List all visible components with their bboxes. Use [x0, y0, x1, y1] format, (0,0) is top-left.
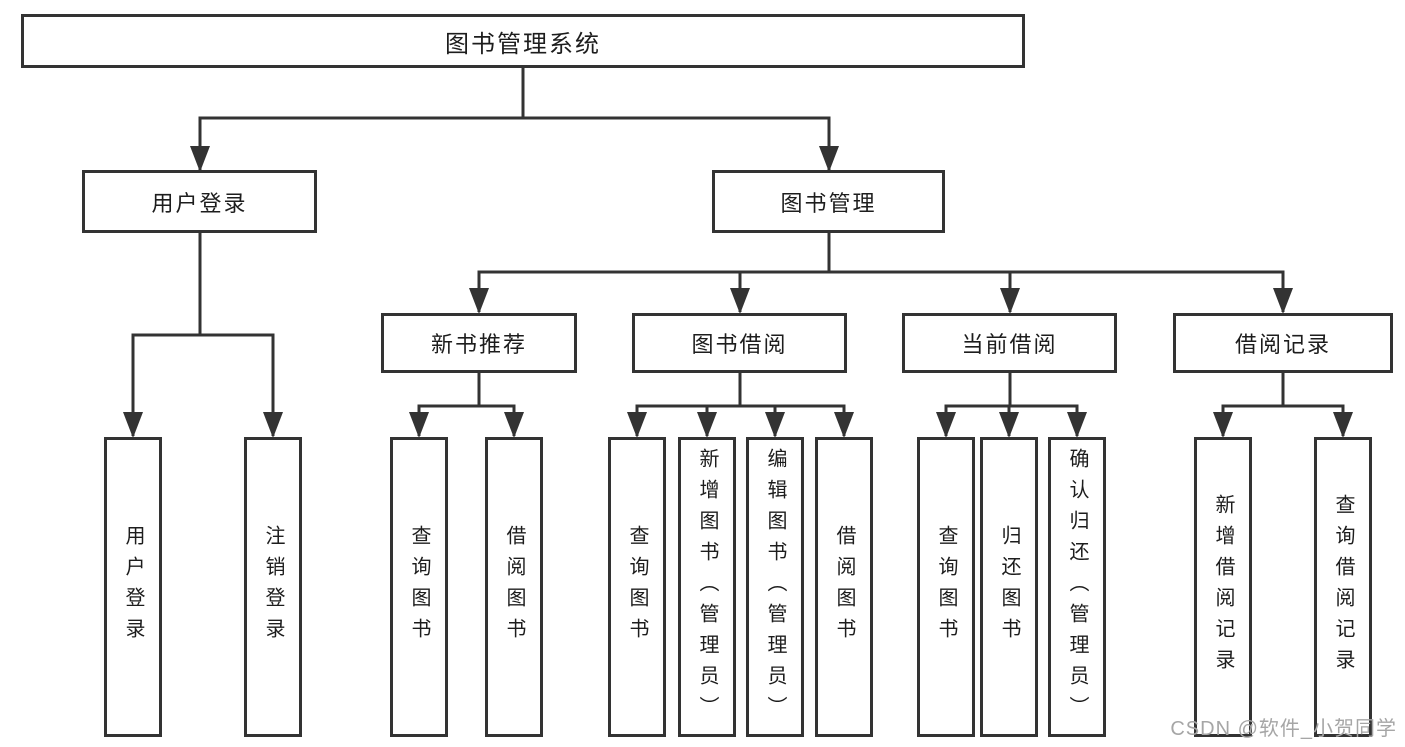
wire-level3-rail — [477, 270, 1285, 312]
arrowhead-icon — [1067, 412, 1087, 438]
arrowhead-icon — [765, 412, 785, 438]
leaf-cb-return-books: 归还图书 — [980, 437, 1038, 737]
leaf-bb-edit-books-admin-label: 编辑图书（管理员） — [764, 447, 786, 727]
leaf-bb-borrow-books: 借阅图书 — [815, 437, 873, 737]
arrowhead-icon — [730, 288, 750, 314]
leaf-cb-query-books-label: 查询图书 — [935, 525, 957, 649]
arrowhead-icon — [190, 146, 210, 172]
arrowhead-icon — [697, 412, 717, 438]
arrowhead-icon — [999, 412, 1019, 438]
leaf-br-query-record-label: 查询借阅记录 — [1332, 494, 1354, 680]
arrowhead-icon — [469, 288, 489, 314]
node-book-borrowing-label: 图书借阅 — [691, 332, 788, 357]
leaf-nbr-query-books: 查询图书 — [390, 437, 448, 737]
node-book-management-label: 图书管理 — [780, 190, 877, 216]
leaf-nbr-borrow-books: 借阅图书 — [485, 437, 543, 737]
node-book-management: 图书管理 — [712, 170, 945, 233]
leaf-bb-query-books: 查询图书 — [608, 437, 666, 737]
csdn-watermark: CSDN @软件_小贺同学 — [1170, 718, 1397, 740]
arrowhead-icon — [1000, 288, 1020, 314]
arrowhead-icon — [627, 412, 647, 438]
wire-group2-rail — [635, 404, 846, 436]
arrowhead-icon — [263, 412, 283, 438]
leaf-logout-label: 注销登录 — [262, 525, 284, 649]
arrowhead-icon — [1333, 412, 1353, 438]
arrowhead-icon — [1273, 288, 1293, 314]
leaf-cb-confirm-return-admin-label: 确认归还（管理员） — [1066, 447, 1088, 727]
leaf-nbr-borrow-books-label: 借阅图书 — [503, 525, 525, 649]
leaf-bb-add-books-admin: 新增图书（管理员） — [678, 437, 736, 737]
wire-group4-rail — [1221, 404, 1345, 436]
arrowhead-icon — [123, 412, 143, 438]
wire-level2-rail — [198, 116, 831, 170]
leaf-nbr-query-books-label: 查询图书 — [408, 525, 430, 649]
node-root: 图书管理系统 — [21, 14, 1025, 68]
leaf-br-add-record-label: 新增借阅记录 — [1212, 494, 1234, 680]
node-new-book-recommendation: 新书推荐 — [381, 313, 577, 373]
leaf-bb-edit-books-admin: 编辑图书（管理员） — [746, 437, 804, 737]
leaf-user-login: 用户登录 — [104, 437, 162, 737]
arrowhead-icon — [936, 412, 956, 438]
node-borrowing-records: 借阅记录 — [1173, 313, 1393, 373]
node-current-borrowing-label: 当前借阅 — [961, 332, 1058, 357]
leaf-bb-borrow-books-label: 借阅图书 — [833, 525, 855, 649]
leaf-cb-confirm-return-admin: 确认归还（管理员） — [1048, 437, 1106, 737]
node-current-borrowing: 当前借阅 — [902, 313, 1117, 373]
leaf-bb-add-books-admin-label: 新增图书（管理员） — [696, 447, 718, 727]
node-root-label: 图书管理系统 — [445, 30, 601, 58]
node-user-login-label: 用户登录 — [151, 190, 248, 216]
wire-group1-rail — [417, 404, 516, 436]
arrowhead-icon — [819, 146, 839, 172]
node-book-borrowing: 图书借阅 — [632, 313, 847, 373]
leaf-cb-query-books: 查询图书 — [917, 437, 975, 737]
arrowhead-icon — [504, 412, 524, 438]
leaf-logout: 注销登录 — [244, 437, 302, 737]
arrowhead-icon — [834, 412, 854, 438]
leaf-bb-query-books-label: 查询图书 — [626, 525, 648, 649]
leaf-cb-return-books-label: 归还图书 — [998, 525, 1020, 649]
arrowhead-icon — [1213, 412, 1233, 438]
leaf-user-login-label: 用户登录 — [122, 525, 144, 649]
node-new-book-recommendation-label: 新书推荐 — [430, 332, 527, 357]
leaf-br-add-record: 新增借阅记录 — [1194, 437, 1252, 737]
leaf-br-query-record: 查询借阅记录 — [1314, 437, 1372, 737]
node-borrowing-records-label: 借阅记录 — [1234, 332, 1331, 357]
node-user-login: 用户登录 — [82, 170, 317, 233]
wire-user-login-rail — [131, 333, 275, 436]
arrowhead-icon — [409, 412, 429, 438]
